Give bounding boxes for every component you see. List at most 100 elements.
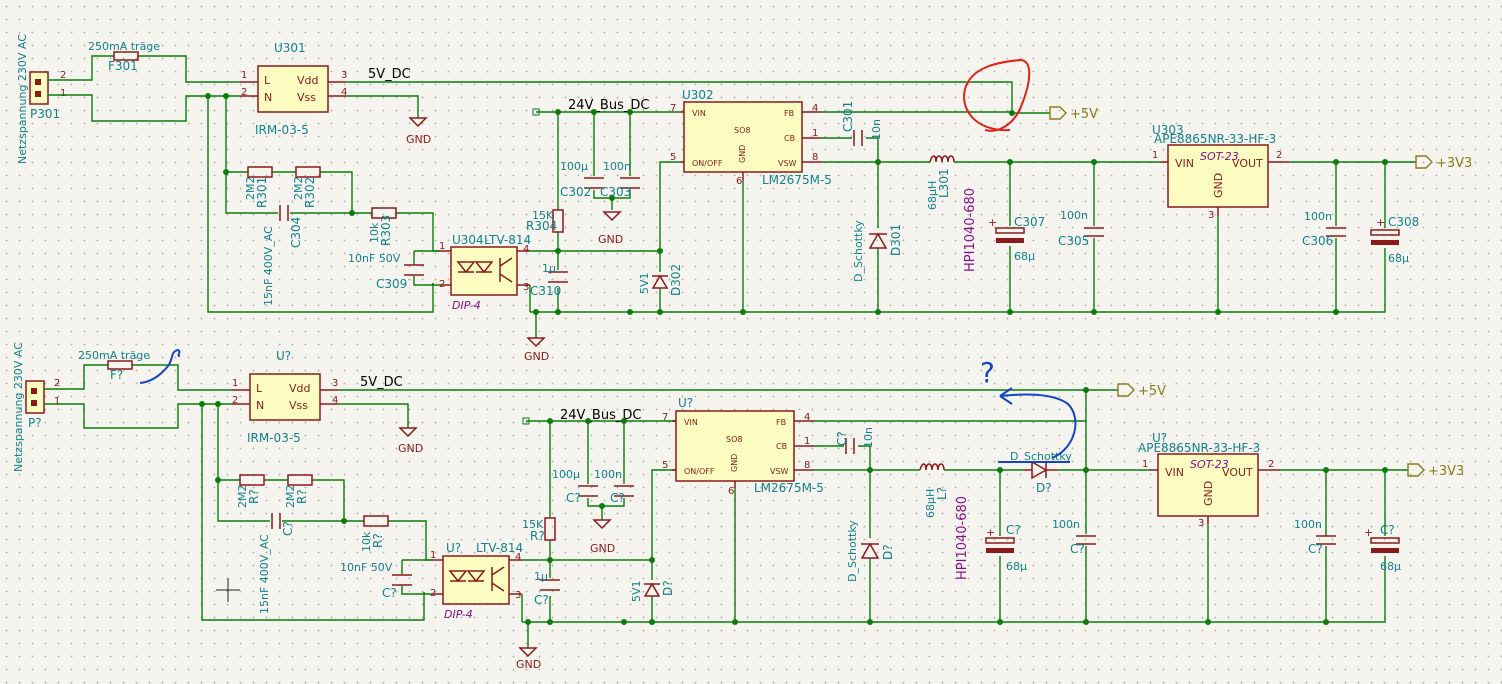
svg-text:Vss: Vss xyxy=(297,91,316,104)
d3-bottom[interactable]: D_Schottky D? xyxy=(1010,450,1072,495)
svg-text:C?: C? xyxy=(1006,523,1021,537)
fuse-top[interactable]: 250mA träge F301 xyxy=(88,40,160,73)
c302[interactable]: 100µ C302 xyxy=(560,160,604,199)
c301[interactable]: C301 10n xyxy=(841,101,883,146)
net-label-5v: 5V_DC xyxy=(368,67,411,82)
r1-bottom[interactable]: 2M2 R? xyxy=(236,474,265,508)
svg-text:10k: 10k xyxy=(360,531,373,552)
d301[interactable]: D_Schottky D301 xyxy=(852,220,903,282)
l301[interactable]: 68µH L301 HPI1040-680 xyxy=(926,155,978,272)
ldo-bottom[interactable]: VIN VOUT GND SOT-23 1 2 3 U? APE8865NR-3… xyxy=(1138,431,1274,529)
svg-text:5V1: 5V1 xyxy=(638,272,651,294)
svg-text:4: 4 xyxy=(812,103,818,114)
svg-text:1: 1 xyxy=(232,378,238,389)
svg-text:15K: 15K xyxy=(522,518,544,531)
c9-bottom[interactable]: 100n C? xyxy=(1294,518,1336,556)
optocoupler-top[interactable]: 1 2 3 4 U304 LTV-814 DIP-4 xyxy=(439,233,531,312)
connector-bottom[interactable]: 2 1 P? Netzspannung 230V AC xyxy=(12,342,60,472)
svg-text:100n: 100n xyxy=(1294,518,1322,531)
psu-ref: U301 xyxy=(274,41,306,55)
svg-text:2: 2 xyxy=(1268,459,1274,470)
c7-bottom[interactable]: + C? 68µ xyxy=(985,523,1027,573)
pin-label: 2 xyxy=(60,70,66,81)
regulator-top[interactable]: VIN FB CB ON/OFF GND VSW SO8 7 4 1 5 6 8… xyxy=(670,88,832,187)
regulator-bottom[interactable]: VIN FB CB ON/OFF GND VSW SO8 7 4 1 5 6 8… xyxy=(662,396,824,497)
svg-text:100n: 100n xyxy=(1060,209,1088,222)
svg-text:1: 1 xyxy=(439,241,445,252)
svg-text:5V_DC: 5V_DC xyxy=(360,375,403,390)
svg-text:U?: U? xyxy=(276,349,291,363)
c8-bottom[interactable]: 100n C? xyxy=(1052,518,1096,556)
svg-text:1: 1 xyxy=(54,396,60,407)
l1-bottom[interactable]: 68µH L? HPI1040-680 xyxy=(919,463,970,580)
c2-bottom[interactable]: 10nF 50V C? xyxy=(340,561,412,600)
c307[interactable]: + C307 68µ xyxy=(988,215,1045,263)
c310[interactable]: 1µ C310 xyxy=(530,262,568,298)
r302[interactable]: 2M2 R302 xyxy=(292,166,321,208)
svg-text:1: 1 xyxy=(1142,459,1148,470)
fuse-bottom[interactable]: 250mA träge F? xyxy=(78,349,150,382)
r301[interactable]: 2M2 R301 xyxy=(244,166,273,208)
c303[interactable]: 100n C303 xyxy=(600,160,640,199)
svg-text:2: 2 xyxy=(54,378,60,389)
psu-module-top[interactable]: L N Vdd Vss 1 2 3 4 U301 IRM-03-5 xyxy=(241,41,347,137)
connector-top[interactable]: 2 1 P301 Netzspannung 230V AC xyxy=(16,34,66,164)
svg-text:FB: FB xyxy=(776,418,786,427)
d302[interactable]: 5V1 D302 xyxy=(638,264,683,296)
svg-text:Vss: Vss xyxy=(289,399,308,412)
c6-bottom[interactable]: C? 10n xyxy=(835,427,875,454)
c4-bottom[interactable]: 100n C? xyxy=(594,468,634,505)
c3-bottom[interactable]: 100µ C? xyxy=(552,468,598,505)
svg-text:R303: R303 xyxy=(379,215,393,246)
output-3v3-bottom: +3V3 xyxy=(1407,463,1464,479)
c304[interactable]: C304 15nF 400V_AC xyxy=(262,205,303,306)
output-5v-bottom: +5V xyxy=(1117,383,1166,399)
svg-text:C?: C? xyxy=(1070,542,1085,556)
svg-text:U?: U? xyxy=(678,396,693,410)
r3-bottom[interactable]: 10k R? xyxy=(360,515,389,552)
d2-bottom[interactable]: D_Schottky D? xyxy=(846,520,895,582)
c1-bottom[interactable]: C? 15nF 400V_AC xyxy=(258,513,295,614)
svg-text:LTV-814: LTV-814 xyxy=(484,233,531,247)
fuse-value: 250mA träge xyxy=(88,40,160,53)
svg-text:+: + xyxy=(1364,526,1373,539)
svg-text:10nF 50V: 10nF 50V xyxy=(348,252,401,265)
psu-module-bottom[interactable]: L N Vdd Vss 1 2 3 4 U? IRM-03-5 xyxy=(232,349,338,445)
svg-text:100µ: 100µ xyxy=(560,160,588,173)
svg-text:68µ: 68µ xyxy=(1380,560,1401,573)
r4-bottom[interactable]: 15K R? xyxy=(522,517,556,543)
bottom-circuit: 2 1 P? Netzspannung 230V AC 250mA träge … xyxy=(12,342,1464,671)
svg-text:4: 4 xyxy=(515,552,521,563)
ldo-top[interactable]: VIN VOUT GND SOT-23 1 2 3 U303 APE8865NR… xyxy=(1152,123,1282,221)
svg-text:VIN: VIN xyxy=(1175,157,1194,170)
c309[interactable]: 10nF 50V C309 xyxy=(348,252,424,291)
svg-text:3: 3 xyxy=(523,282,529,293)
svg-text:24V_Bus_DC: 24V_Bus_DC xyxy=(560,408,641,423)
c10-bottom[interactable]: + C? 68µ xyxy=(1364,523,1401,573)
connector-label: Netzspannung 230V AC xyxy=(16,34,29,164)
svg-text:D302: D302 xyxy=(669,264,683,296)
svg-text:D_Schottky: D_Schottky xyxy=(846,520,859,582)
blue-annotations: ? xyxy=(139,348,1077,463)
pin-label: 1 xyxy=(60,88,66,99)
gnd-symbol: GND xyxy=(590,519,615,555)
r304[interactable]: 15K R304 xyxy=(526,209,564,233)
blue-scribble-fuse xyxy=(139,348,181,384)
svg-text:L301: L301 xyxy=(937,168,951,198)
svg-text:1: 1 xyxy=(1152,150,1158,161)
c305[interactable]: 100n C305 xyxy=(1058,209,1104,248)
c5-bottom[interactable]: 1µ C? xyxy=(534,570,560,607)
d1-bottom[interactable]: 5V1 D? xyxy=(630,580,675,602)
c308[interactable]: + C308 68µ xyxy=(1370,215,1419,265)
svg-text:L: L xyxy=(264,74,271,87)
gnd-symbol: GND xyxy=(406,117,431,146)
optocoupler-bottom[interactable]: 1 2 3 4 U? LTV-814 DIP-4 xyxy=(430,541,523,621)
svg-text:+3V3: +3V3 xyxy=(1428,464,1464,479)
svg-text:1: 1 xyxy=(241,70,247,81)
r303[interactable]: 10k R303 xyxy=(368,207,397,246)
svg-text:+5V: +5V xyxy=(1070,107,1098,122)
c306[interactable]: 100n C306 xyxy=(1302,210,1346,248)
svg-text:C304: C304 xyxy=(289,217,303,248)
r2-bottom[interactable]: 2M2 R? xyxy=(284,474,313,508)
